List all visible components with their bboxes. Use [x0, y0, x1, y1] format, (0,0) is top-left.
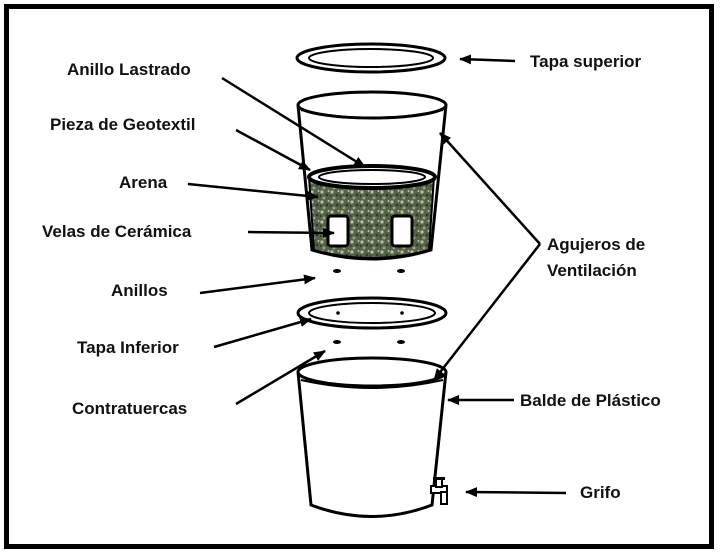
pointer-velas: [247, 227, 335, 238]
locknut-left: [333, 340, 341, 344]
tapa-superior-lid: [295, 42, 447, 74]
ceramic-candle-left: [326, 214, 350, 248]
label-contratuercas: Contratuercas: [72, 399, 187, 418]
pointer-arena: [187, 182, 319, 201]
label-anillos: Anillos: [111, 281, 168, 300]
pointer-grifo: [465, 487, 567, 498]
label-tapa-superior: Tapa superior: [530, 52, 642, 71]
plastic-bucket: [296, 356, 448, 518]
label-pieza-geotextil: Pieza de Geotextil: [50, 115, 196, 134]
label-agujeros-line2: Ventilación: [547, 261, 637, 280]
label-anillo-lastrado: Anillo Lastrado: [67, 60, 191, 79]
label-velas-ceramica: Velas de Cerámica: [42, 222, 192, 241]
label-tapa-inferior: Tapa Inferior: [77, 338, 179, 357]
label-grifo: Grifo: [580, 483, 621, 502]
ceramic-candle-right: [390, 214, 414, 248]
ring-left: [333, 269, 341, 273]
pointer-anillo-lastrado: [221, 76, 366, 169]
pointer-ventilacion-upper: [439, 132, 541, 245]
pointer-ventilacion-lower: [433, 243, 541, 381]
pointer-contratuercas: [235, 349, 326, 406]
tapa-inferior-lid: [296, 296, 448, 330]
locknut-right: [397, 340, 405, 344]
pointer-tapa-superior: [459, 54, 516, 65]
label-arena: Arena: [119, 173, 168, 192]
pointer-anillos: [199, 274, 316, 295]
pointer-geotextil: [235, 128, 311, 172]
label-agujeros-line1: Agujeros de: [547, 235, 645, 254]
tap-icon: [430, 477, 448, 505]
ring-right: [397, 269, 405, 273]
pointer-tapa-inferior: [213, 317, 312, 349]
label-balde-plastico: Balde de Plástico: [520, 391, 661, 410]
